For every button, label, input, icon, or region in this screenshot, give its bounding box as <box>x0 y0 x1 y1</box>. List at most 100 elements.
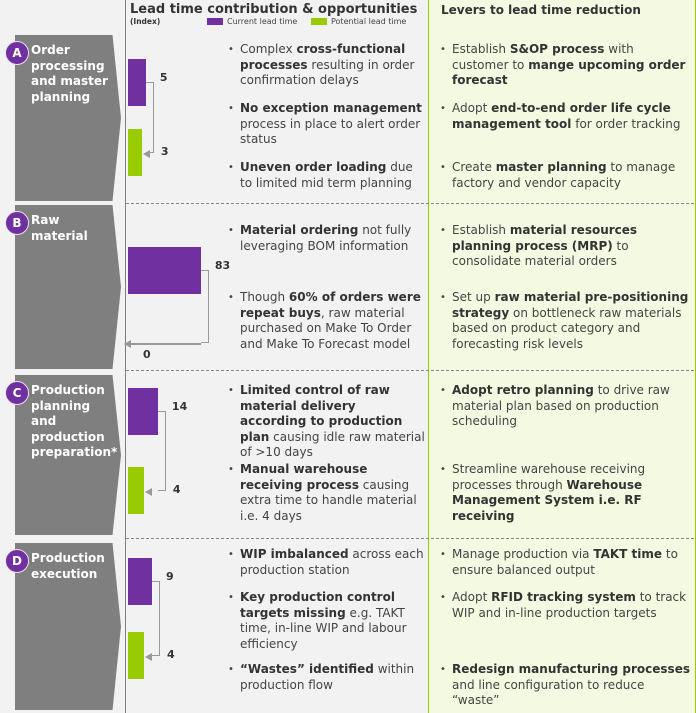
bold-text: Warehouse Management System i.e. RF rece… <box>452 477 643 523</box>
index-label: (Index) <box>130 17 161 26</box>
opportunity-bullet: Though 60% of orders were repeat buys, r… <box>228 290 425 352</box>
section-title: Raw material <box>31 213 88 243</box>
bold-text: Limited control of raw material delivery… <box>240 383 403 444</box>
section-title: Production planning and production prepa… <box>31 383 118 459</box>
section-badge-b: B <box>5 211 29 235</box>
connector-line <box>157 411 166 491</box>
bold-text: S&OP process <box>509 42 605 56</box>
text: for order tracking <box>571 116 681 131</box>
text: causing idle raw material of >10 days <box>240 429 425 460</box>
bold-text: Adopt retro planning <box>452 383 594 397</box>
text: e.g. TAKT time, in-line WIP and labour e… <box>240 605 407 651</box>
current-lead-time-bar <box>128 388 158 435</box>
text: Adopt <box>452 101 492 115</box>
text: to drive raw material plan based on prod… <box>452 383 670 428</box>
bold-text: raw material pre-positioning strategy <box>452 290 689 320</box>
text: Complex <box>240 42 297 56</box>
bold-text: TAKT time <box>593 547 663 561</box>
text: within production flow <box>240 662 415 692</box>
legend-current: Current lead time <box>207 17 297 26</box>
lever-bullet: Streamline warehouse receiving processes… <box>440 462 692 524</box>
legend-potential: Potential lead time <box>311 17 406 26</box>
section-divider <box>126 538 694 539</box>
bold-text: mange upcoming order forecast <box>452 57 686 88</box>
text: and line configuration to reduce “waste” <box>452 677 645 708</box>
section-badge-a: A <box>5 41 29 65</box>
bold-text: master planning <box>495 160 607 174</box>
section-divider <box>126 370 694 371</box>
legend-swatch-current <box>207 18 223 25</box>
potential-lead-time-bar <box>128 467 144 514</box>
text: Though <box>240 290 289 304</box>
text: Set up <box>452 290 495 304</box>
bold-text: No exception management <box>240 101 422 115</box>
section-title: Order processing and master planning <box>31 43 108 104</box>
current-lead-time-bar <box>128 247 201 294</box>
current-lead-time-bar <box>128 558 152 605</box>
connector-line <box>130 343 201 345</box>
current-value: 14 <box>171 400 188 413</box>
section-chevron <box>15 543 121 710</box>
text: Establish <box>452 42 510 56</box>
text: across each production station <box>240 547 424 577</box>
lever-bullet: Establish material resources planning pr… <box>440 223 692 270</box>
text: to manage factory and vendor capacity <box>452 160 676 190</box>
arrow-icon <box>145 488 152 496</box>
middle-column-title: Lead time contribution & opportunities <box>130 2 418 17</box>
connector-line <box>145 82 154 153</box>
opportunity-bullet: “Wastes” identified within production fl… <box>228 662 425 693</box>
opportunity-bullet: Material ordering not fully leveraging B… <box>228 223 425 254</box>
section-chevron <box>15 35 121 201</box>
lever-bullet: Redesign manufacturing processes and lin… <box>440 662 692 709</box>
text: on bottleneck raw materials based on pro… <box>452 305 682 351</box>
opportunity-bullet: WIP imbalanced across each production st… <box>228 547 425 578</box>
bold-text: Material ordering <box>240 223 359 237</box>
bold-text: Uneven order loading <box>240 160 387 174</box>
bold-text: end-to-end order life cycle management t… <box>452 101 671 131</box>
legend-label: Current lead time <box>227 17 298 26</box>
potential-value: 4 <box>167 648 175 661</box>
text: Manage production via <box>452 547 594 561</box>
bold-text: material resources planning process (MRP… <box>452 223 638 253</box>
right-column-title: Levers to lead time reduction <box>441 3 641 17</box>
text: to consolidate material orders <box>452 238 629 269</box>
section-chevron <box>15 375 121 535</box>
legend-swatch-potential <box>311 18 327 25</box>
text: to ensure balanced output <box>452 547 678 577</box>
lever-bullet: Manage production via TAKT time to ensur… <box>440 547 692 578</box>
bold-text: Manual warehouse receiving process <box>240 462 368 492</box>
potential-value: 3 <box>160 145 169 158</box>
potential-value: 4 <box>172 483 181 496</box>
opportunity-bullet: Complex cross-functional processes resul… <box>228 42 425 89</box>
bold-text: cross-functional processes <box>240 42 406 72</box>
bold-text: 60% of orders were repeat buys <box>240 290 421 320</box>
potential-lead-time-bar <box>128 632 144 679</box>
text: resulting in order confirmation delays <box>240 57 415 88</box>
text: Streamline warehouse receiving processes… <box>452 462 646 492</box>
opportunity-bullet: Manual warehouse receiving process causi… <box>228 462 425 524</box>
text: Establish <box>452 223 510 237</box>
section-title: Production execution <box>31 551 105 581</box>
bold-text: Redesign manufacturing processes <box>452 662 690 676</box>
lever-bullet: Adopt retro planning to drive raw materi… <box>440 383 692 430</box>
section-divider <box>126 203 694 204</box>
bold-text: “Wastes” identified <box>240 662 374 676</box>
text: Create <box>452 160 496 174</box>
current-value: 9 <box>166 570 174 583</box>
section-chevron <box>15 205 121 369</box>
section-badge-d: D <box>5 549 29 573</box>
opportunity-bullet: No exception management process in place… <box>228 101 425 148</box>
current-lead-time-bar <box>128 59 146 106</box>
text: not fully leveraging BOM information <box>240 223 412 253</box>
potential-lead-time-bar <box>128 129 142 176</box>
arrow-icon <box>145 653 152 661</box>
connector-line <box>200 270 209 343</box>
lever-bullet: Create master planning to manage factory… <box>440 160 692 191</box>
text: causing extra time to handle material i.… <box>240 477 417 523</box>
text: due to limited mid term planning <box>240 160 413 190</box>
lever-bullet: Establish S&OP process with customer to … <box>440 42 692 89</box>
text: to track WIP and in-line production targ… <box>452 590 687 620</box>
potential-value: 0 <box>143 348 151 361</box>
lever-bullet: Set up raw material pre-positioning stra… <box>440 290 692 352</box>
current-value: 83 <box>214 259 231 272</box>
